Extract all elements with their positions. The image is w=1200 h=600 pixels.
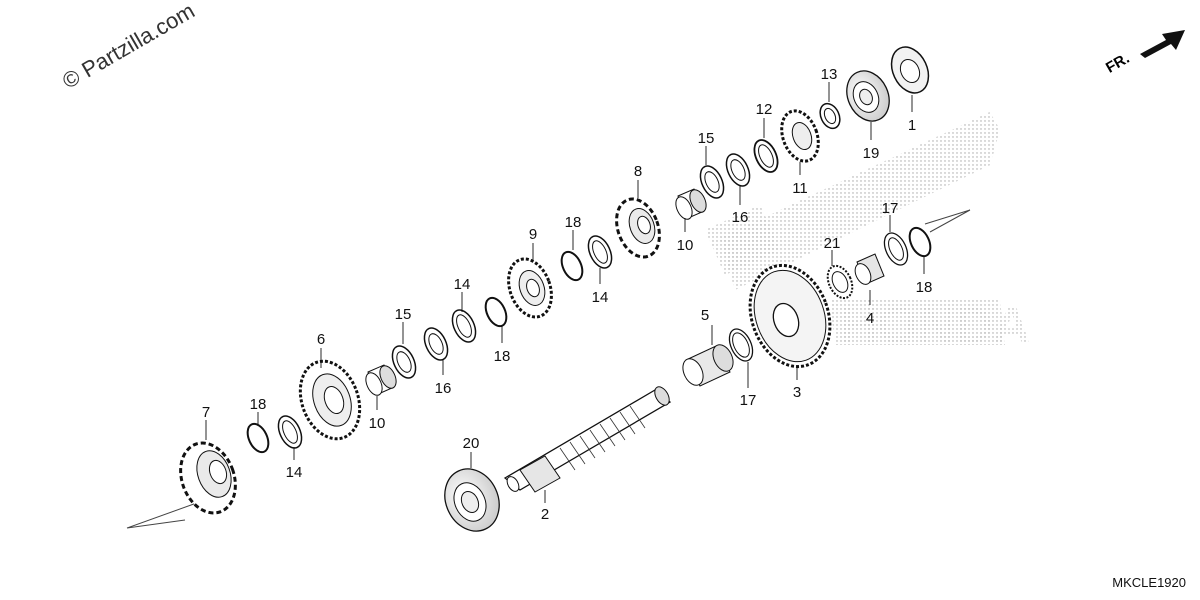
circlip-18-c (560, 250, 584, 282)
gear-11 (780, 109, 820, 163)
needle-bearing-10-b (675, 188, 707, 220)
mainshaft (503, 386, 672, 493)
label-part-17-upper: 17 (882, 200, 899, 217)
label-part-20: 20 (463, 435, 480, 452)
brand-logo-background: HONDA (705, 112, 1031, 355)
gear-9 (507, 257, 553, 319)
washer-17-lower (728, 328, 754, 362)
circlip-18-right (908, 226, 932, 258)
bushing-5 (682, 344, 734, 387)
lock-washer-15-a (391, 345, 417, 379)
label-part-12: 12 (756, 101, 773, 118)
label-part-9: 9 (529, 226, 537, 243)
label-part-17-lower: 17 (740, 392, 757, 409)
label-part-16-a: 16 (435, 380, 452, 397)
label-part-11: 11 (792, 180, 808, 197)
lock-washer-16-a (423, 327, 449, 361)
front-arrow-icon (1140, 30, 1185, 58)
label-part-14-c: 14 (592, 289, 609, 306)
label-part-14-a: 14 (286, 464, 303, 481)
gear-3 (748, 263, 832, 369)
label-part-8: 8 (634, 163, 642, 180)
collar-4 (854, 253, 885, 285)
bearing-20 (444, 468, 500, 532)
label-part-15-b: 15 (698, 130, 715, 147)
label-part-5: 5 (701, 307, 709, 324)
circlip-18-a (246, 422, 270, 454)
washer-14-b (451, 309, 477, 343)
label-part-16-b: 16 (732, 209, 749, 226)
needle-bearing-10-a (365, 364, 397, 396)
label-part-18-c: 18 (565, 214, 582, 231)
collar-12 (753, 139, 779, 173)
lock-washer-15-b (699, 165, 725, 199)
washer-17-upper (883, 232, 909, 266)
label-part-6: 6 (317, 331, 325, 348)
label-part-7: 7 (202, 404, 210, 421)
label-part-2: 2 (541, 506, 549, 523)
svg-text:HONDA: HONDA (840, 297, 1031, 355)
leader-lines (205, 82, 925, 503)
lock-washer-16-b (725, 153, 751, 187)
label-part-3: 3 (793, 384, 801, 401)
label-part-18-a: 18 (250, 396, 267, 413)
label-part-19: 19 (863, 145, 880, 162)
gear-7 (179, 441, 237, 515)
label-part-13: 13 (821, 66, 838, 83)
bearing-19 (846, 70, 890, 122)
washer-13 (819, 102, 841, 130)
label-part-1: 1 (908, 117, 916, 134)
diagram-code: MKCLE1920 (1112, 575, 1186, 590)
circlip-18-b (484, 296, 508, 328)
gear-6 (298, 359, 362, 441)
needle-bearing-21 (826, 264, 854, 300)
label-part-4: 4 (866, 310, 874, 327)
washer-14-a (277, 415, 303, 449)
label-part-10-b: 10 (677, 237, 694, 254)
label-part-10-a: 10 (369, 415, 386, 432)
label-part-14-b: 14 (454, 276, 471, 293)
label-part-15-a: 15 (395, 306, 412, 323)
gear-8 (615, 197, 661, 259)
part-labels: 1 2 3 4 5 6 7 8 9 10 10 11 12 13 14 14 1… (202, 66, 933, 523)
label-part-21: 21 (824, 235, 841, 252)
washer-14-c (587, 235, 613, 269)
label-part-18-right: 18 (916, 279, 933, 296)
oil-seal-1 (890, 46, 930, 94)
axis-arrows (126, 209, 971, 529)
label-part-18-b: 18 (494, 348, 511, 365)
